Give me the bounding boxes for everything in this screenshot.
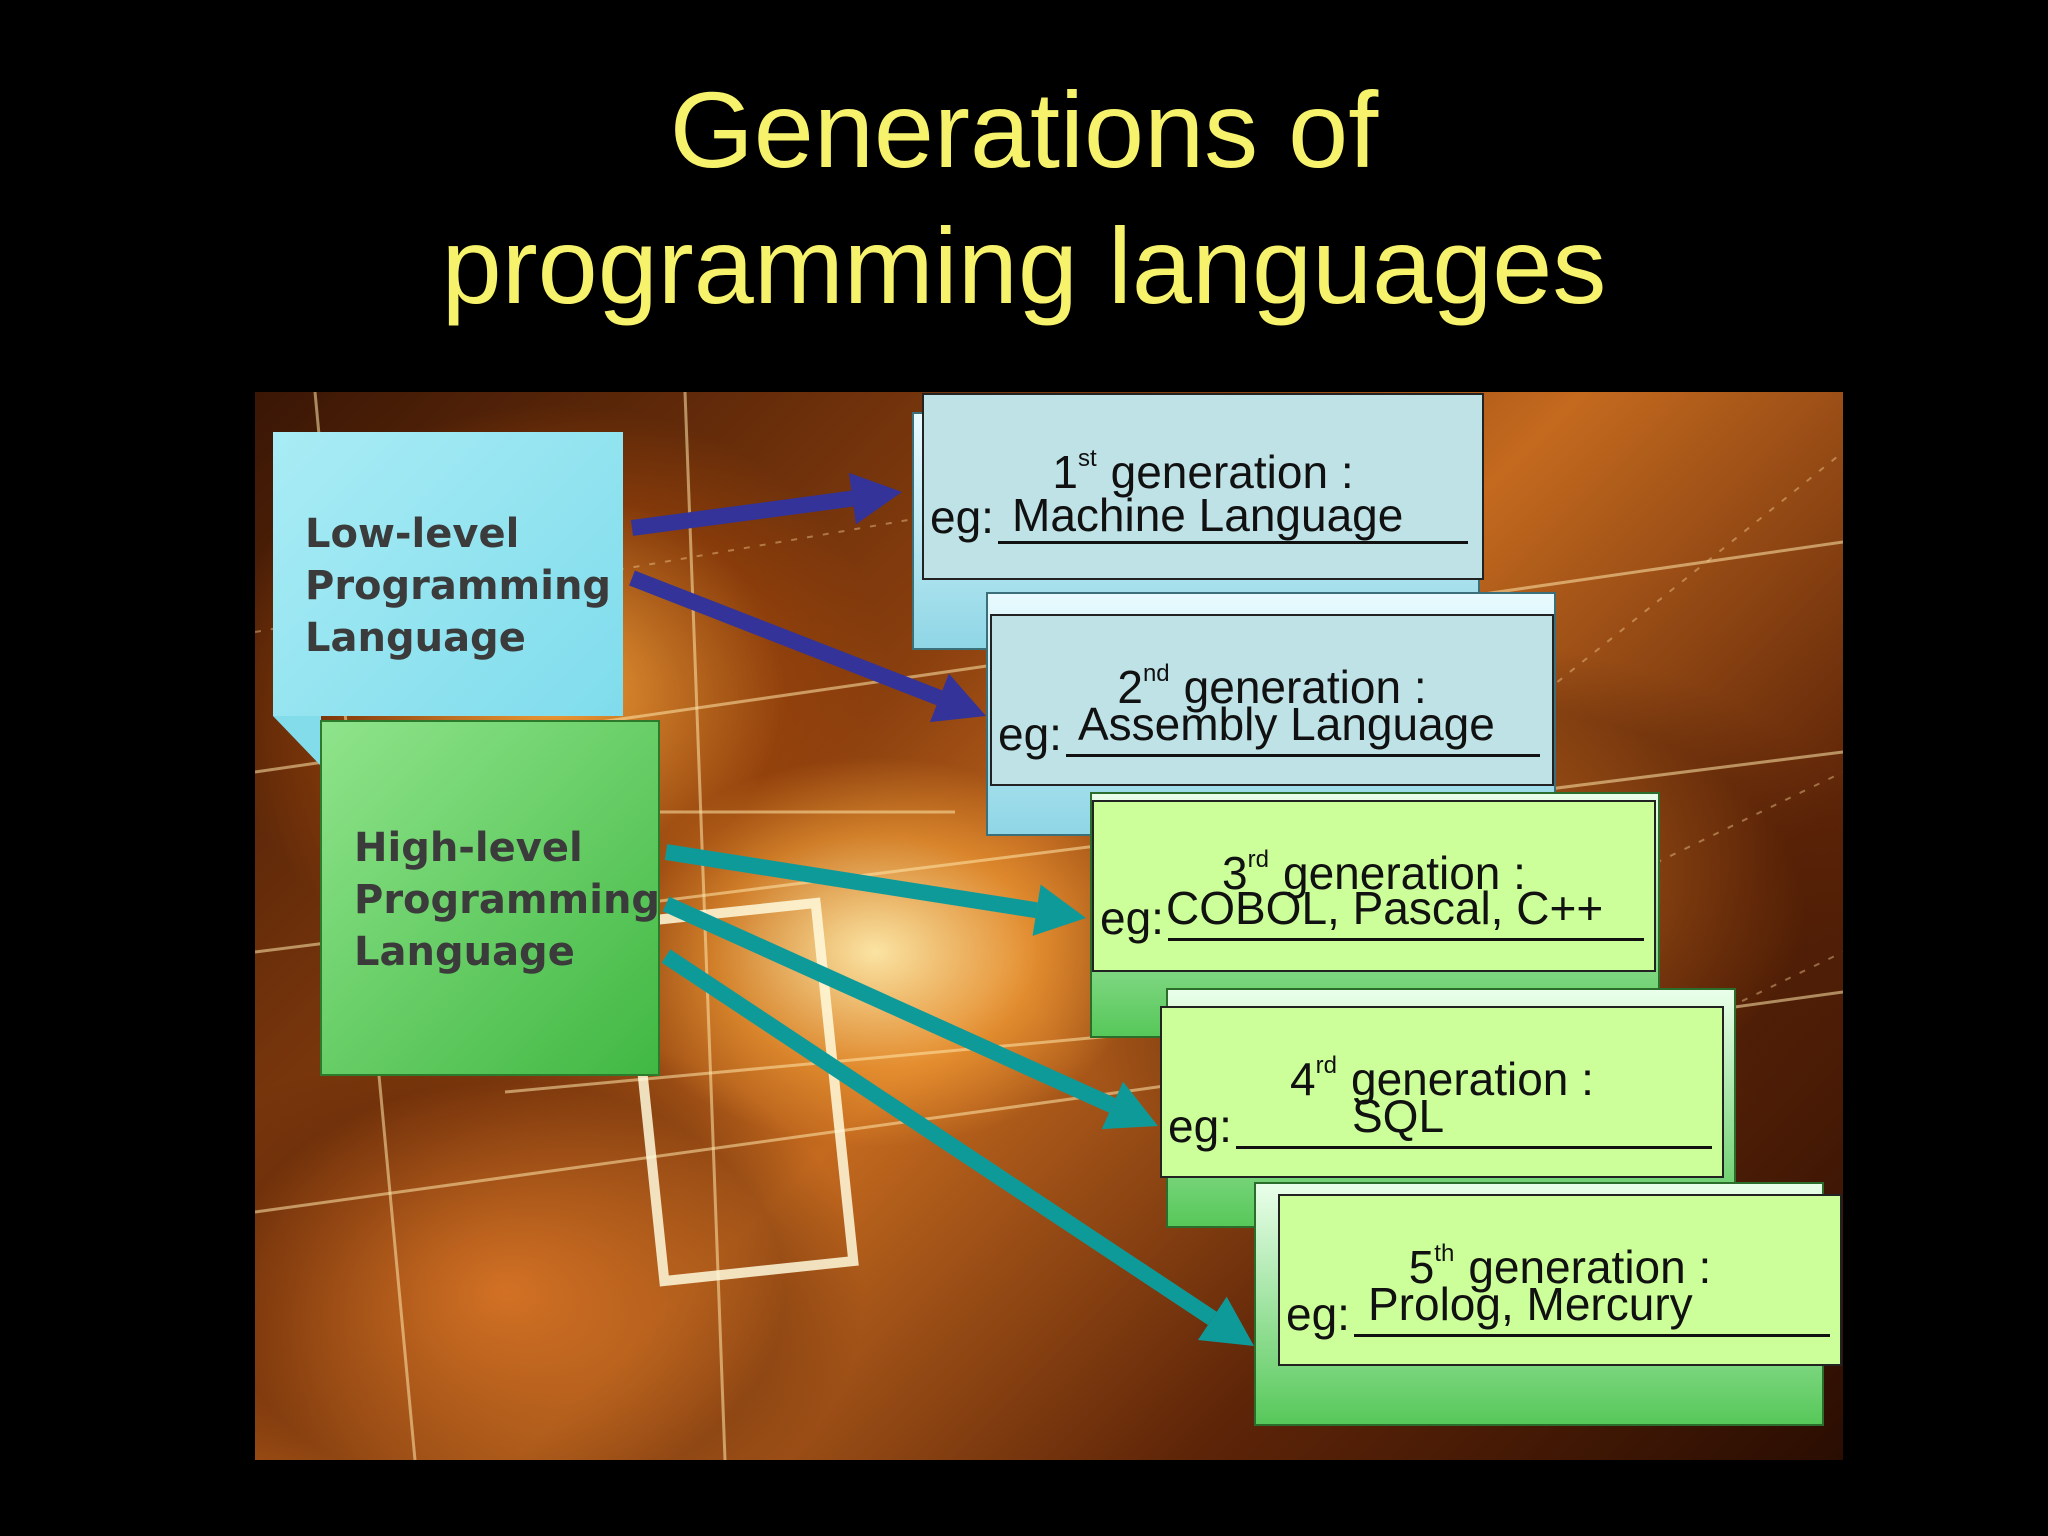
gen3-eg-label: eg: [1100, 892, 1164, 944]
low-level-line-2: Programming [305, 563, 612, 609]
gen3-suffix: rd [1247, 846, 1269, 873]
gen2-label: generation : [1183, 661, 1427, 713]
title-line-1: Generations of [669, 69, 1379, 190]
arrow-low-to-gen1-shaft [630, 490, 854, 536]
gen1-eg-label: eg: [930, 491, 994, 543]
gen5-eg-label: eg: [1286, 1288, 1350, 1340]
gen4-card: 4rd generation : eg: SQL [1160, 1006, 1724, 1178]
gen3-example: COBOL, Pascal, C++ [1166, 882, 1604, 934]
gen3-label: generation : [1282, 847, 1526, 899]
gen1-example: Machine Language [1012, 489, 1404, 541]
gen1-suffix: st [1077, 445, 1097, 472]
arrow-low-to-gen1 [630, 472, 902, 536]
gen4-eg-label: eg: [1168, 1100, 1232, 1152]
gen5-heading: 5th generation : [1280, 1228, 1840, 1293]
gen2-suffix: nd [1142, 660, 1170, 687]
arrow-high-to-gen5 [661, 949, 1254, 1346]
gen1-heading: 1st generation : [924, 433, 1482, 498]
arrow-high-to-gen3 [664, 844, 1086, 936]
title-line-2: programming languages [441, 205, 1607, 326]
gen4-heading: 4rd generation : [1162, 1040, 1722, 1105]
gen2-example: Assembly Language [1078, 698, 1495, 750]
slide-title: Generations of programming languages [0, 62, 2048, 334]
gen5-underline [1354, 1334, 1830, 1337]
gen4-underline [1236, 1146, 1712, 1149]
gen3-card: 3rd generation : eg: COBOL, Pascal, C++ [1092, 800, 1656, 972]
arrow-high-to-gen3-shaft [664, 844, 1038, 919]
arrow-high-to-gen5-shaft [661, 949, 1217, 1326]
gen1-label: generation : [1110, 446, 1354, 498]
gen2-underline [1066, 754, 1540, 757]
arrow-high-to-gen4 [662, 896, 1158, 1130]
low-level-line-1: Low-level [305, 511, 520, 557]
arrow-low-to-gen2 [629, 570, 986, 723]
arrow-low-to-gen2-head [929, 673, 986, 723]
arrow-high-to-gen4-shaft [662, 896, 1116, 1113]
gen1-underline [998, 541, 1468, 544]
gen3-underline [1168, 938, 1644, 941]
arrow-high-to-gen5-head [1197, 1296, 1254, 1346]
arrow-low-to-gen2-shaft [629, 570, 943, 706]
arrow-low-to-gen1-head [849, 472, 902, 525]
high-level-line-1: High-level [354, 825, 583, 871]
gen4-label: generation : [1350, 1053, 1594, 1105]
high-level-category-box: High-level Programming Language [320, 720, 660, 1076]
gen5-number: 5 [1408, 1241, 1435, 1293]
gen2-eg-label: eg: [998, 708, 1062, 760]
gen2-number: 2 [1117, 661, 1143, 713]
gen5-suffix: th [1434, 1240, 1455, 1267]
high-level-line-2: Programming [354, 877, 661, 923]
arrow-high-to-gen4-head [1101, 1081, 1158, 1130]
gen4-suffix: rd [1315, 1052, 1337, 1079]
gen3-heading: 3rd generation : [1094, 834, 1654, 899]
gen5-example: Prolog, Mercury [1368, 1278, 1693, 1330]
gen1-card: 1st generation : eg: Machine Language [922, 393, 1484, 580]
high-level-line-3: Language [354, 929, 575, 975]
low-level-callout-tail [273, 716, 321, 766]
low-level-category-box: Low-level Programming Language [273, 432, 623, 716]
gen4-number: 4 [1290, 1053, 1316, 1105]
low-level-line-3: Language [305, 615, 526, 661]
gen1-number: 1 [1052, 446, 1078, 498]
gen3-number: 3 [1222, 847, 1248, 899]
gen5-card: 5th generation : eg: Prolog, Mercury [1278, 1194, 1842, 1366]
gen2-card: 2nd generation : eg: Assembly Language [990, 614, 1554, 786]
arrow-high-to-gen3-head [1032, 884, 1086, 936]
gen2-heading: 2nd generation : [992, 648, 1552, 713]
gen4-example: SQL [1352, 1090, 1445, 1142]
gen5-label: generation : [1468, 1241, 1712, 1293]
